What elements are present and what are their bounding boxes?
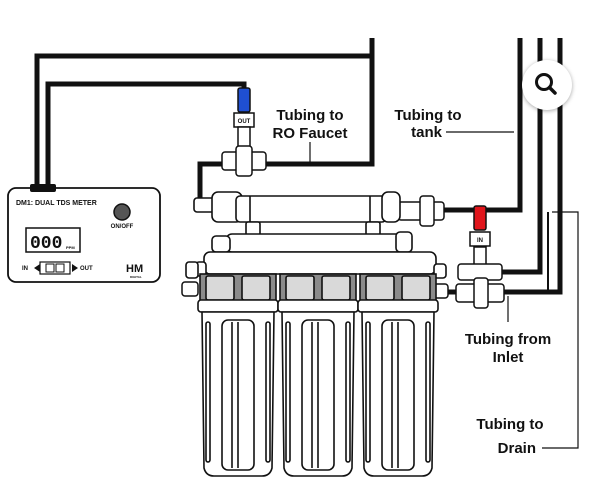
filter-canister-1 — [197, 273, 279, 477]
drain-label-line1: Tubing to — [476, 416, 543, 433]
meter-unit: PPM — [66, 245, 75, 250]
tds-meter: DM1: DUAL TDS METER ON/OFF 000 PPM IN OU… — [7, 184, 161, 283]
in-valve: IN — [457, 205, 503, 281]
zoom-button[interactable] — [522, 60, 572, 110]
faucet-label-line2: RO Faucet — [272, 125, 347, 142]
membrane-housing — [193, 191, 413, 253]
filter-canister-2 — [277, 273, 359, 477]
out-valve: OUT — [221, 87, 267, 177]
tank-label-line2: tank — [411, 124, 443, 141]
tubing-inlet — [500, 38, 563, 295]
meter-brand: HM — [126, 263, 143, 275]
tank-label-line1: Tubing to — [394, 107, 461, 124]
filter-top-plate — [185, 251, 447, 279]
left-side-fittings — [181, 281, 449, 299]
drain-callout-line — [542, 211, 579, 449]
meter-out-label: OUT — [80, 266, 93, 272]
callout-lines — [309, 131, 579, 449]
tubing-to-faucet — [258, 56, 375, 167]
in-tag: IN — [477, 238, 483, 244]
tubing-to-tank — [428, 38, 523, 213]
meter-brand-sub: DIGITAL — [130, 275, 142, 279]
faucet-label-line1: Tubing to — [276, 107, 343, 124]
meter-title: DM1: DUAL TDS METER — [16, 200, 97, 207]
inlet-tee — [455, 277, 505, 309]
meter-power-button[interactable] — [113, 203, 131, 221]
filter-canisters — [197, 273, 439, 477]
out-tag: OUT — [238, 119, 251, 125]
drain-label-line2: Drain — [498, 440, 536, 457]
meter-display — [25, 227, 81, 253]
inlet-label-line2: Inlet — [493, 349, 524, 366]
inlet-label-line1: Tubing from — [465, 331, 551, 348]
magnifier-icon — [535, 73, 557, 95]
tank-tee — [397, 195, 445, 227]
meter-display-value: 000 — [30, 234, 62, 254]
meter-cable-inner — [45, 81, 247, 188]
filter-canister-3 — [357, 273, 439, 477]
meter-cable-outer — [34, 38, 375, 188]
meter-in-label: IN — [22, 266, 28, 272]
meter-onoff-label: ON/OFF — [111, 224, 134, 230]
